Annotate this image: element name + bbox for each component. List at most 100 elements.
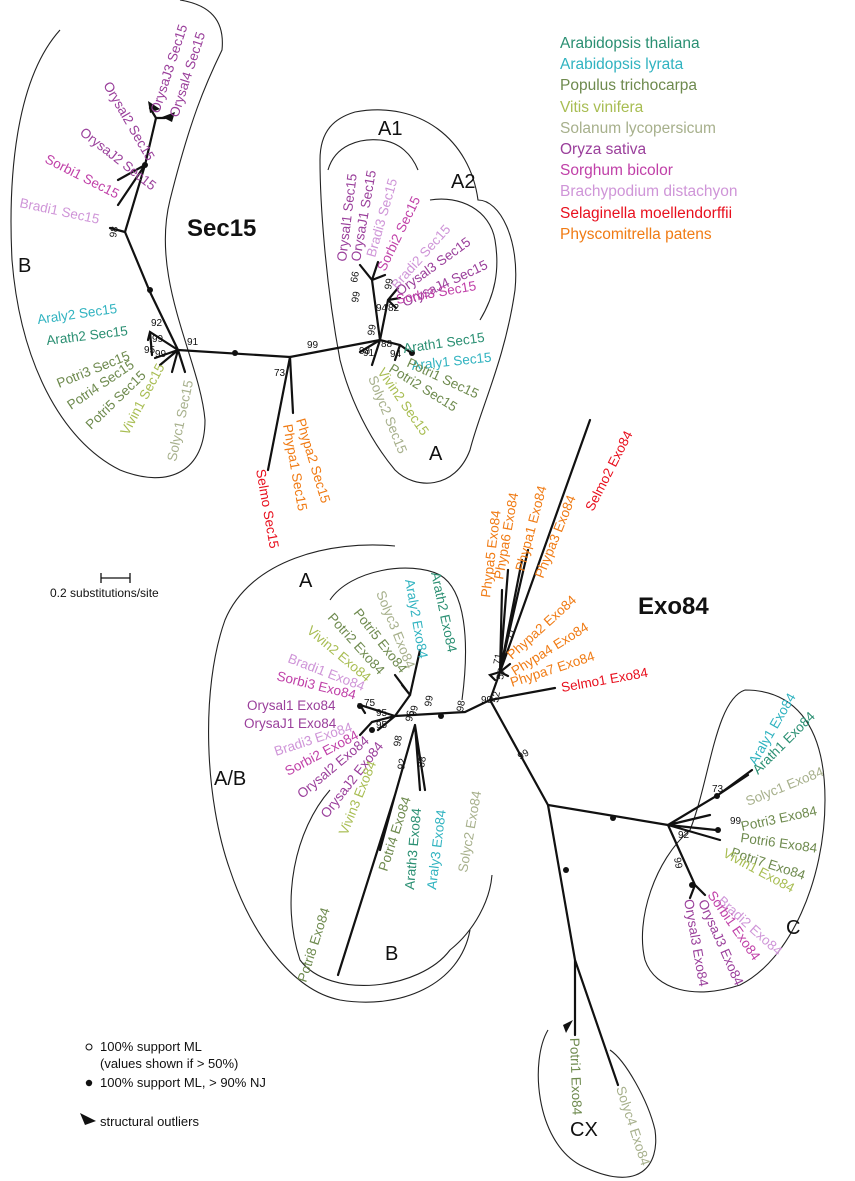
sec15-branch-selmo (266, 355, 292, 472)
support-value: 99 (350, 290, 363, 303)
support-value: 77 (505, 627, 518, 640)
sec15-clade-a-outline (319, 109, 517, 484)
support-value: 99 (730, 816, 742, 827)
legend-item: Physcomitrella patens (560, 225, 712, 243)
exo84-dot (610, 815, 616, 821)
sec15-dot (147, 287, 153, 293)
leaf-label: Selmo Sec15 (253, 468, 282, 550)
legend-item: Oryza sativa (560, 141, 647, 159)
support-value: 99 (366, 323, 379, 336)
leaf-label: Arath3 Exo84 (402, 807, 424, 890)
support-value: 98 (392, 734, 405, 747)
support-value: 99 (307, 340, 319, 351)
sec15-dot (409, 350, 415, 356)
sec15-branch-root (288, 355, 295, 415)
sec15-clade-b-outline (10, 0, 223, 479)
sec15-tree: Sec15 B A1 A2 A OrysaJ3 Sec15 Orysal4 Se… (10, 0, 517, 550)
sec15-clade-label-b: B (18, 255, 31, 277)
support-value: 99 (481, 695, 493, 706)
support-value: 99 (155, 349, 167, 360)
key-open-circle-label: 100% support ML (100, 1039, 202, 1054)
sec15-dot (142, 162, 148, 168)
exo84-clade-label-a: A (299, 570, 313, 592)
exo84-clade-label-b: B (385, 943, 398, 965)
support-value: 92 (678, 830, 690, 841)
support-value: 95 (376, 708, 388, 719)
sec15-support-values: 98 92 99 95 99 91 99 73 99 99 66 99 94 8… (108, 225, 401, 379)
exo84-clade-ab-outline (208, 544, 471, 1003)
exo84-dot (689, 882, 695, 888)
sec15-dot (232, 350, 238, 356)
legend-item: Selaginella moellendorffii (560, 204, 733, 222)
leaf-label: Selmo2 Exo84 (582, 428, 635, 513)
support-value: 82 (388, 303, 400, 314)
leaf-label: Bradi1 Sec15 (18, 195, 100, 227)
exo84-dot (357, 703, 363, 709)
support-value: 99 (408, 704, 421, 717)
support-value: 73 (712, 784, 724, 795)
support-value: 94 (376, 303, 388, 314)
exo84-dot (563, 867, 569, 873)
exo84-tree: Exo84 A A/B B C CX Arath2 Exo84 Araly2 E… (208, 418, 826, 1178)
support-value: 91 (187, 337, 199, 348)
key-arrow-label: structural outliers (100, 1114, 199, 1129)
outlier-arrow (563, 1020, 573, 1033)
key-open-circle-note: (values shown if > 50%) (100, 1056, 239, 1071)
leaf-label: Araly2 Sec15 (36, 301, 118, 327)
exo84-clade-label-c: C (786, 917, 800, 939)
exo84-title: Exo84 (638, 593, 709, 620)
exo84-clade-c-outline (641, 689, 826, 993)
sec15-branch-a (358, 338, 412, 367)
exo84-dot (714, 793, 720, 799)
sec15-clade-label-a: A (429, 443, 443, 465)
exo84-branch-cx (546, 803, 620, 1087)
exo84-branch-a (393, 648, 422, 718)
sec15-branch-ara (146, 330, 180, 357)
support-value: 57 (495, 667, 508, 680)
exo84-branches (336, 418, 754, 1087)
support-value: 92 (151, 318, 163, 329)
exo84-support-dots (357, 703, 721, 888)
sec15-branches (108, 106, 412, 472)
support-value: 88 (416, 755, 429, 768)
support-value: 52 (490, 690, 503, 703)
leaf-label: Arath2 Exo84 (428, 571, 460, 655)
outlier-arrow (148, 101, 160, 113)
exo84-clade-outlines (208, 544, 826, 1178)
sec15-leaf-labels: OrysaJ3 Sec15 Orysal4 Sec15 Orysal2 Sec1… (18, 23, 492, 550)
sec15-title: Sec15 (187, 215, 256, 242)
support-value: 95 (376, 720, 388, 731)
leaf-label: Orysal1 Exo84 (247, 698, 336, 713)
leaf-label: Potri1 Exo84 (567, 1038, 585, 1116)
sec15-clade-a1-outline (327, 139, 419, 171)
arrow-icon (80, 1113, 96, 1125)
leaf-label: OrysaJ1 Exo84 (244, 716, 337, 731)
sec15-clade-label-a2: A2 (451, 171, 475, 193)
legend-item: Arabidopsis thaliana (560, 35, 700, 52)
exo84-support-values: 98 52 77 57 71 99 75 95 95 96 99 99 98 9… (364, 627, 742, 870)
support-value: 91 (363, 348, 375, 359)
leaf-label: Solyc4 Exo84 (613, 1084, 653, 1168)
exo84-clade-a-outline (329, 567, 467, 701)
exo84-dot (369, 727, 375, 733)
support-value: 88 (381, 339, 393, 350)
legend-item: Sorghum bicolor (560, 162, 673, 180)
scale-bar-label: 0.2 substitutions/site (50, 586, 159, 600)
support-value: 75 (364, 698, 376, 709)
sec15-support-dots (142, 162, 415, 356)
support-value: 73 (274, 368, 286, 379)
leaf-label: Araly3 Exo84 (424, 808, 449, 890)
sec15-clade-label-a1: A1 (378, 118, 402, 140)
exo84-dot (438, 713, 444, 719)
leaf-label: Solyc2 Exo84 (455, 789, 484, 873)
exo84-branch-selmo1 (488, 686, 557, 702)
support-value: 99 (152, 334, 164, 345)
exo84-clade-b-outline (290, 789, 493, 987)
outlier-arrow (162, 112, 175, 122)
support-value: 66 (349, 270, 362, 283)
sec15-branch-b-leaves (108, 106, 167, 234)
exo84-branch-b (336, 723, 427, 977)
support-value: 71 (492, 652, 505, 665)
exo84-clade-label-cx: CX (570, 1119, 598, 1141)
